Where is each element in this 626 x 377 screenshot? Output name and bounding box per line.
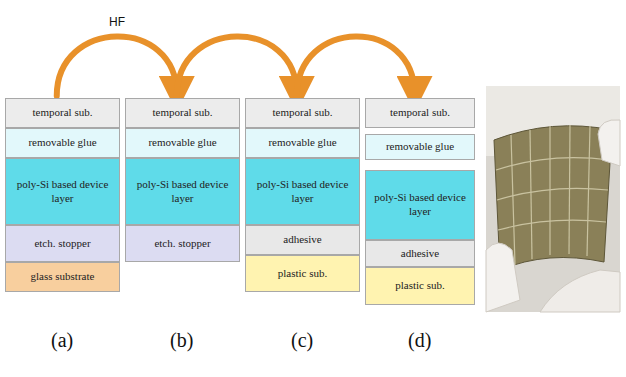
process-arrow	[177, 36, 297, 96]
layer-label: poly-Si based device layer	[6, 176, 119, 208]
panel-label: (d)	[408, 329, 431, 352]
stopper-layer: etch. stopper	[125, 225, 240, 262]
etchant-label: HF	[107, 15, 127, 29]
pixel-grid	[496, 125, 610, 265]
process-arrow	[57, 36, 177, 96]
layer-label: poly-Si based device layer	[126, 176, 239, 208]
temporal-substrate: temporal sub.	[245, 98, 360, 128]
gloved-hand-right	[598, 120, 620, 166]
layer-label: removable glue	[142, 134, 222, 152]
device-layer: poly-Si based device layer	[5, 158, 120, 225]
substrate-layer: plastic sub.	[245, 255, 360, 292]
glue-layer: removable glue	[5, 128, 120, 158]
layer-label: poly-Si based device layer	[246, 176, 359, 208]
stopper-layer: adhesive	[365, 240, 475, 267]
panel-label: (c)	[291, 329, 313, 352]
stopper-layer: etch. stopper	[5, 225, 120, 262]
layer-label: removable glue	[380, 138, 460, 156]
temporal-substrate: temporal sub.	[365, 98, 475, 128]
glue-layer: removable glue	[125, 128, 240, 158]
layer-label: removable glue	[22, 134, 102, 152]
layer-label: etch. stopper	[28, 235, 96, 253]
temporal-substrate: temporal sub.	[125, 98, 240, 128]
device-layer: poly-Si based device layer	[245, 158, 360, 225]
temporal-substrate: temporal sub.	[5, 98, 120, 128]
layer-label: temporal sub.	[267, 104, 339, 122]
process-arrow	[297, 36, 415, 96]
layer-label: plastic sub.	[389, 277, 451, 295]
photo-ground	[486, 86, 620, 312]
device-layer: poly-Si based device layer	[365, 170, 475, 240]
flexible-sheet	[494, 126, 612, 270]
stopper-layer: adhesive	[245, 225, 360, 255]
panel-label: (b)	[170, 329, 193, 352]
layer-label: removable glue	[262, 134, 342, 152]
layer-label: temporal sub.	[27, 104, 99, 122]
layer-label: poly-Si based device layer	[366, 189, 474, 221]
gloved-hand-left	[486, 243, 520, 312]
layer-label: temporal sub.	[147, 104, 219, 122]
substrate-layer: glass substrate	[5, 262, 120, 292]
glue-layer: removable glue	[365, 134, 475, 160]
layer-label: adhesive	[395, 245, 445, 263]
panel-label: (a)	[51, 329, 73, 352]
gloved-hand-bottom	[540, 270, 620, 312]
layer-label: etch. stopper	[148, 235, 216, 253]
device-layer: poly-Si based device layer	[125, 158, 240, 225]
layer-label: plastic sub.	[272, 265, 334, 283]
substrate-layer: plastic sub.	[365, 267, 475, 305]
layer-label: adhesive	[277, 231, 327, 249]
layer-label: glass substrate	[25, 268, 101, 286]
layer-label: temporal sub.	[384, 104, 456, 122]
glue-layer: removable glue	[245, 128, 360, 158]
